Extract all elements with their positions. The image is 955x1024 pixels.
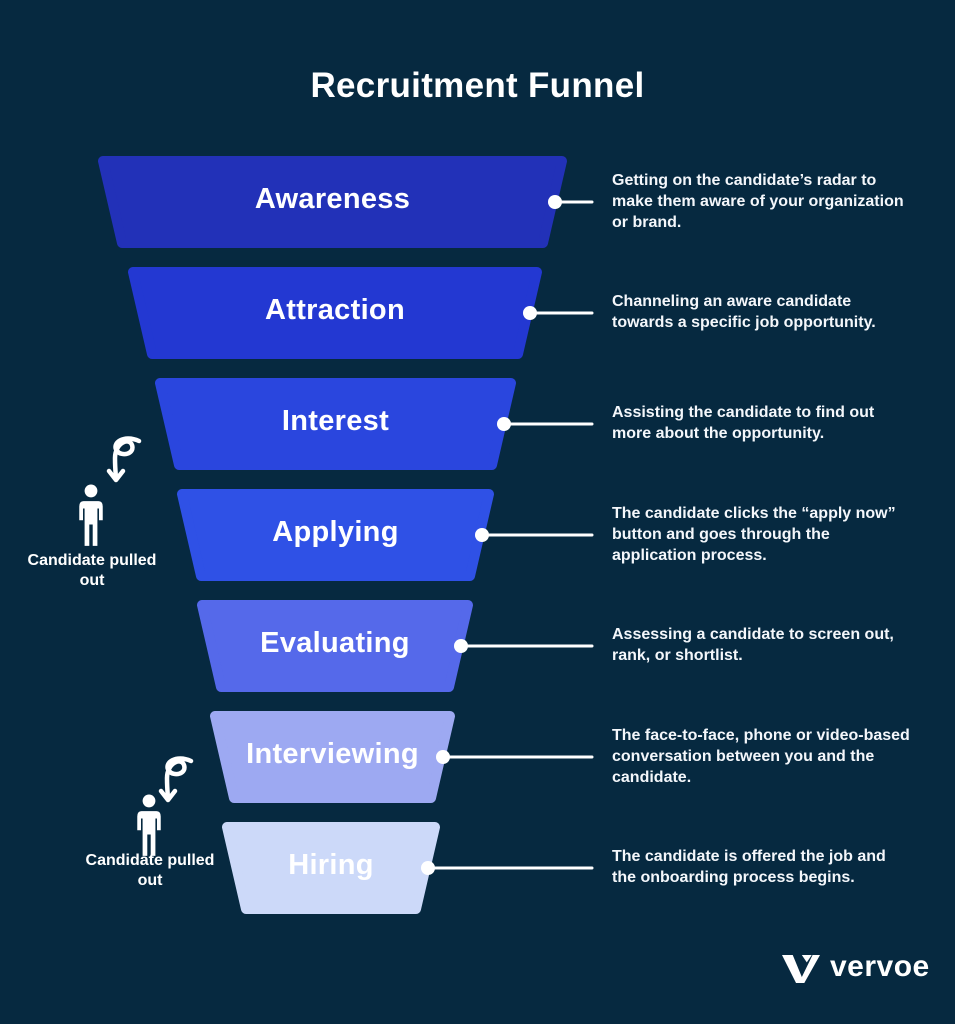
candidate-pulled-out-label: Candidate pulled out bbox=[85, 852, 215, 890]
stage-description-interviewing: The face-to-face, phone or video-based c… bbox=[612, 726, 910, 786]
curly-arrow-icon bbox=[158, 756, 194, 803]
brand-logo: vervoe bbox=[782, 952, 930, 986]
funnel-stage-shape-hiring bbox=[222, 822, 440, 914]
person-icon bbox=[79, 484, 103, 546]
connector-dot-attraction bbox=[523, 306, 537, 320]
stage-label-interviewing: Interviewing bbox=[246, 738, 419, 770]
funnel-stage-shape-awareness bbox=[98, 156, 567, 248]
candidate-pulled-out-label: Candidate pulled out bbox=[27, 552, 157, 590]
brand-name: vervoe bbox=[830, 950, 930, 983]
person-icon bbox=[137, 794, 161, 856]
stage-description-interest: Assisting the candidate to find out more… bbox=[612, 404, 875, 442]
funnel-stage-shape-applying bbox=[177, 489, 494, 581]
connector-dot-interviewing bbox=[436, 750, 450, 764]
stage-description-attraction: Channeling an aware candidate towards a … bbox=[612, 293, 876, 331]
stage-label-applying: Applying bbox=[272, 516, 399, 548]
stage-description-evaluating: Assessing a candidate to screen out, ran… bbox=[612, 626, 894, 664]
connector-dot-hiring bbox=[421, 861, 435, 875]
connector-dot-awareness bbox=[548, 195, 562, 209]
vervoe-logo-icon bbox=[782, 954, 820, 984]
stage-description-awareness: Getting on the candidate’s radar to make… bbox=[612, 171, 904, 231]
stage-label-evaluating: Evaluating bbox=[260, 627, 410, 659]
connector-dot-evaluating bbox=[454, 639, 468, 653]
page-title: Recruitment Funnel bbox=[310, 66, 645, 105]
curly-arrow-icon bbox=[106, 436, 142, 483]
funnel-stage-shape-attraction bbox=[128, 267, 542, 359]
stage-description-hiring: The candidate is offered the job and the… bbox=[612, 848, 886, 886]
funnel-stage-shape-interest bbox=[155, 378, 516, 470]
funnel-stage-shape-evaluating bbox=[197, 600, 473, 692]
stage-label-hiring: Hiring bbox=[288, 849, 374, 881]
stage-description-applying: The candidate clicks the “apply now” but… bbox=[612, 504, 896, 564]
connector-dot-interest bbox=[497, 417, 511, 431]
stage-label-interest: Interest bbox=[281, 405, 390, 437]
connector-dot-applying bbox=[475, 528, 489, 542]
stage-label-awareness: Awareness bbox=[254, 183, 411, 215]
stage-label-attraction: Attraction bbox=[265, 294, 405, 326]
funnel-stage-shape-interviewing bbox=[210, 711, 455, 803]
